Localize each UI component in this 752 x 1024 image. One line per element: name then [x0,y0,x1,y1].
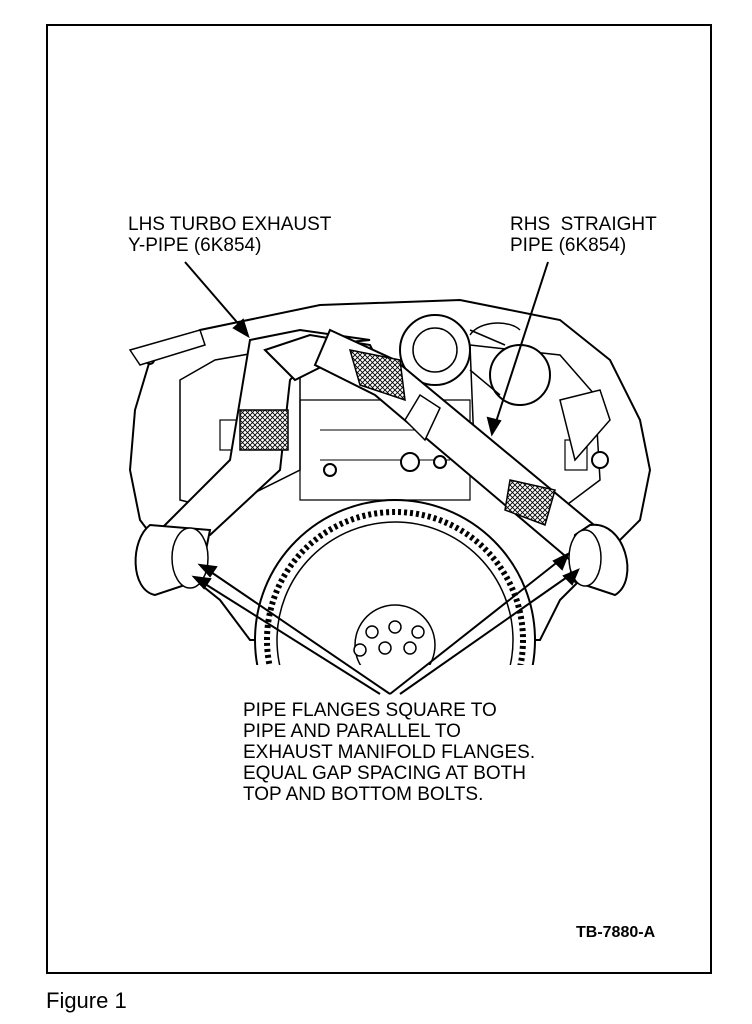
rhs-label-line1: RHS STRAIGHT [510,214,657,235]
lhs-label-line2: Y-PIPE (6K854) [128,235,262,256]
flange-note: PIPE FLANGES SQUARE TO PIPE AND PARALLEL… [243,700,535,805]
note-line2: PIPE AND PARALLEL TO [243,721,461,742]
figure-caption: Figure 1 [46,988,127,1013]
lhs-label-line1: LHS TURBO EXHAUST [128,214,332,235]
lhs-pipe-label: LHS TURBO EXHAUST Y-PIPE (6K854) [128,214,331,256]
rhs-pipe-label: RHS STRAIGHT PIPE (6K854) [510,214,657,256]
turbocharger [399,314,551,406]
note-line3: EXHAUST MANIFOLD FLANGES. [243,742,536,763]
rhs-straight-pipe [313,328,629,597]
figure-frame [46,24,712,974]
note-line5: TOP AND BOTTOM BOLTS. [243,784,484,805]
note-line4: EQUAL GAP SPACING AT BOTH [243,763,526,784]
figure-code: TB-7880-A [576,924,656,941]
leader-arrows [184,261,580,695]
note-line1: PIPE FLANGES SQUARE TO [243,700,497,721]
rhs-label-line2: PIPE (6K854) [510,235,627,256]
lhs-turbo-exhaust-y-pipe [134,328,387,597]
